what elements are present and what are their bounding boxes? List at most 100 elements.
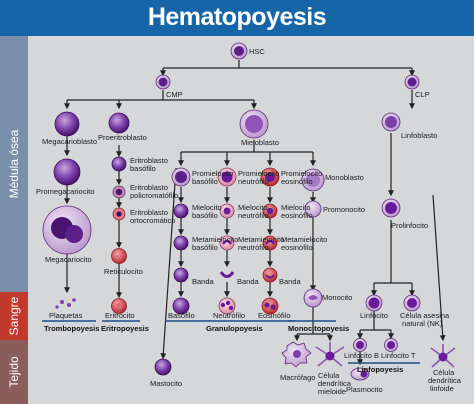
cmp-cell-icon — [155, 74, 171, 90]
diagram-panel — [28, 36, 474, 404]
neutrophilic-myelocyte-cell-icon — [219, 203, 235, 219]
band-blood: Sangre — [0, 292, 28, 340]
promonocyte-label: Promonocito — [323, 205, 365, 214]
neutrophilic-promyelocyte-label-line-2: neutrófilo — [238, 177, 269, 186]
basophilic-myelocyte-cell-icon — [173, 203, 189, 219]
title-bar: Hematopoyesis — [0, 0, 474, 36]
proerythroblast-label: Proeritroblasto — [98, 133, 147, 142]
macrophage-label: Macrófago — [280, 373, 315, 382]
neutrophilic-promyelocyte-label-line-1: Promielocito — [238, 169, 279, 178]
polychromatophilic-erythroblast-cell-icon — [112, 185, 126, 199]
monocyte-cell-icon — [303, 288, 323, 308]
neutrophilic-myelocyte-label: Mielocito neutrófilo — [238, 203, 270, 220]
neutrophil-label: Neutrófilo — [213, 311, 245, 320]
neutrophilic-band-cell-icon — [219, 271, 235, 278]
lymphocyte-label: Linfocito — [360, 311, 388, 320]
thrombopoiesis-label: Trombopoyesis — [44, 324, 99, 333]
lymphoid-dendritic-label-line-1: Célula — [433, 368, 455, 377]
lymphoblast-cell-icon — [381, 112, 401, 132]
prolymphocyte-cell-icon — [381, 198, 401, 218]
eosinophil-label: Eosinófilo — [258, 311, 291, 320]
granulopoiesis-label: Granulopoyesis — [206, 324, 263, 333]
proerythroblast-cell-icon — [108, 112, 130, 134]
promegakaryocyte-cell-icon — [53, 158, 81, 186]
platelets-icon — [55, 298, 76, 309]
monoblast-label: Monoblasto — [325, 173, 364, 182]
basophilic-erythroblast-label-line-1: Eritroblasto — [130, 156, 168, 165]
eosinophilic-metamyelocyte-label: Metamielocito eosinófilo — [281, 235, 329, 252]
nk-cell-label-line-2: natural (NK) — [402, 319, 443, 328]
megakaryocyte-label: Megacariocito — [45, 255, 92, 264]
hsc-label: HSC — [249, 47, 265, 56]
b-lymphocyte-label: Linfocito B — [344, 351, 379, 360]
lymphoid-dendritic-label-line-3: linfoide — [430, 384, 454, 393]
eosinophilic-myelocyte-cell-icon — [262, 203, 278, 219]
basophilic-promyelocyte-label-line-2: basófilo — [192, 177, 218, 186]
basophil-label: Basófilo — [168, 311, 195, 320]
neutrophilic-metamyelocyte-label-line-1: Metamielocito — [238, 235, 284, 244]
mast-cell-icon — [154, 358, 172, 376]
process-labels: Trombopoyesis Eritropoyesis Granulopoyes… — [44, 324, 403, 374]
eosinophilic-band-label: Banda — [279, 277, 302, 286]
lymphocyte-cell-icon — [365, 294, 383, 312]
prolymphocyte-label: Prolinfocito — [391, 221, 428, 230]
eosinophilic-myelocyte-label: Mielocito eosinófilo — [281, 203, 313, 220]
cell-labels: HSC CMP CLP Megacarioblasto Proeritrobla… — [36, 47, 462, 396]
myeloid-dendritic-cell-icon — [315, 342, 345, 367]
basophilic-metamyelocyte-label-line-2: basófilo — [192, 243, 218, 252]
eosinophilic-metamyelocyte-cell-icon — [262, 235, 278, 251]
eosinophilic-metamyelocyte-label-line-2: eosinófilo — [281, 243, 313, 252]
nk-cell-icon — [403, 294, 421, 312]
basophilic-erythroblast-label: Eritroblasto basófilo — [130, 156, 170, 173]
eosinophilic-band-cell-icon — [262, 267, 278, 283]
platelets-label: Plaquetas — [49, 311, 83, 320]
basophilic-promyelocyte-label: Promielocito basófilo — [192, 169, 235, 186]
t-lymphocyte-label: Linfocito T — [381, 351, 416, 360]
reticulocyte-label: Reticulocito — [104, 267, 143, 276]
eosinophilic-promyelocyte-label-line-2: eosinófilo — [281, 177, 313, 186]
megakaryoblast-label: Megacarioblasto — [42, 137, 97, 146]
b-lymphocyte-cell-icon — [353, 338, 367, 352]
basophilic-promyelocyte-cell-icon — [171, 167, 191, 187]
promonocyte-cell-icon — [304, 200, 322, 218]
t-lymphocyte-cell-icon — [384, 338, 398, 352]
lymphoid-dendritic-label-line-2: dendrítica — [428, 376, 462, 385]
band-marrow: Médula ósea — [0, 36, 28, 292]
orthochromatic-erythroblast-cell-icon — [112, 207, 126, 221]
macrophage-cell-icon — [281, 341, 312, 368]
band-tissue: Tejido — [0, 340, 28, 404]
lymphoid-dendritic-cell-icon — [430, 344, 456, 368]
myeloid-dendritic-label-line-3: mieloide — [318, 387, 346, 396]
lymphopoiesis-label: Linfopoyesis — [357, 365, 403, 374]
clp-cell-icon — [404, 74, 420, 90]
megakaryoblast-cell-icon — [54, 111, 80, 137]
basophil-cell-icon — [172, 297, 190, 315]
neutrophilic-metamyelocyte-cell-icon — [219, 235, 235, 251]
basophilic-myelocyte-label-line-1: Mielocito — [192, 203, 222, 212]
basophilic-band-label: Banda — [192, 277, 215, 286]
myeloblast-cell-icon — [239, 109, 269, 139]
myeloblast-label: Mieloblasto — [241, 138, 279, 147]
erythropoiesis-label: Eritropoyesis — [101, 324, 149, 333]
eosinophilic-myelocyte-label-line-1: Mielocito — [281, 203, 311, 212]
plasmocyte-cell-icon — [350, 367, 370, 381]
clp-label: CLP — [415, 90, 430, 99]
process-underlines — [42, 320, 420, 364]
basophilic-myelocyte-label: Mielocito basófilo — [192, 203, 224, 220]
orthochromatic-erythroblast-label: Eritroblasto ortocromático — [130, 208, 175, 225]
basophilic-metamyelocyte-cell-icon — [173, 235, 189, 251]
polychromatophilic-erythroblast-label-line-1: Eritroblasto — [130, 183, 168, 192]
eosinophilic-myelocyte-label-line-2: eosinófilo — [281, 211, 313, 220]
eosinophilic-metamyelocyte-label-line-1: Metamielocito — [281, 235, 327, 244]
basophilic-metamyelocyte-label-line-1: Metamielocito — [192, 235, 238, 244]
neutrophilic-myelocyte-label-line-2: neutrófilo — [238, 211, 269, 220]
neutrophilic-promyelocyte-label: Promielocito neutrófilo — [238, 169, 281, 186]
neutrophilic-metamyelocyte-label-line-2: neutrófilo — [238, 243, 269, 252]
cmp-label: CMP — [166, 90, 183, 99]
mast-cell-label: Mastocito — [150, 379, 182, 388]
hsc-cell-icon — [230, 42, 248, 60]
nk-cell-label-line-1: Célula asesina — [400, 311, 450, 320]
neutrophilic-metamyelocyte-label: Metamielocito neutrófilo — [238, 235, 286, 252]
lymphoblast-label: Linfoblasto — [401, 131, 437, 140]
